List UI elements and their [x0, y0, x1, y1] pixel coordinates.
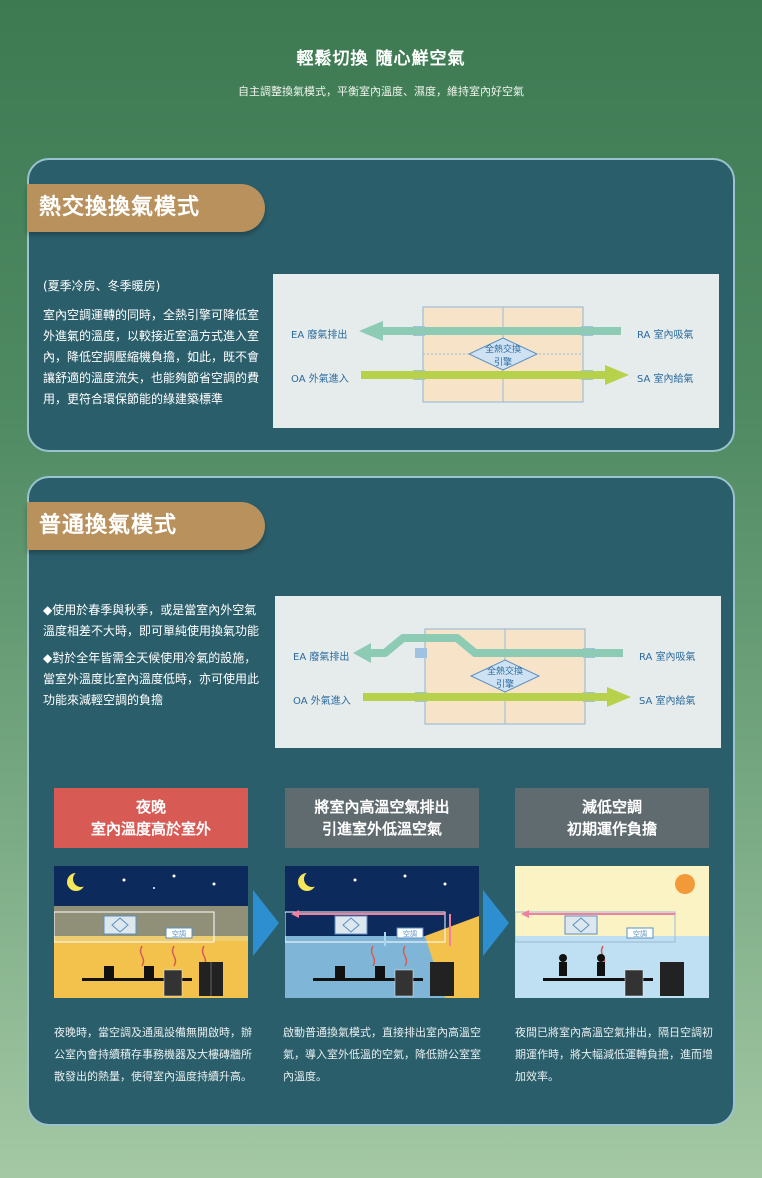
- page-title: 輕鬆切換 隨心鮮空氣: [296, 49, 466, 69]
- ra-label: RA 室內吸氣: [639, 652, 696, 663]
- day-office-scene: 空調: [515, 866, 709, 998]
- aircon-label: 空調: [403, 929, 417, 938]
- season-note: (夏季冷房、冬季暖房): [43, 279, 161, 293]
- bullet-1: ◆使用於春季與秋季，或是當室內外空氣溫度相差不大時，即可單純使用換氣功能: [43, 603, 260, 638]
- heat-exchange-mode-title: 熱交換換氣模式: [27, 184, 265, 232]
- step-3-text: 夜間已將室內高溫空氣排出，隔日空調初期運作時，將大幅減低運轉負擔，進而增加效率。: [515, 1026, 713, 1083]
- step-3-header: 減低空調 初期運作負擔: [515, 788, 709, 848]
- exchange-unit-icon: [111, 917, 129, 933]
- exchange-core: [469, 659, 541, 693]
- bullet-2: ◆對於全年皆需全天候使用冷氣的設施，當室外溫度比室內溫度低時，亦可使用此功能來減…: [43, 651, 260, 707]
- aircon-label: 空調: [172, 929, 186, 938]
- page-header: 輕鬆切換 隨心鮮空氣 自主調整換氣模式，平衡室內溫度、濕度，維持室內好空氣: [0, 44, 762, 99]
- desk-icon: [82, 978, 192, 981]
- normal-ventilation-mode-card: 普通換氣模式 ◆使用於春季與秋季，或是當室內外空氣溫度相差不大時，即可單純使用換…: [27, 476, 735, 1126]
- page-subtitle: 自主調整換氣模式，平衡室內溫度、濕度，維持室內好空氣: [238, 85, 524, 98]
- chevron-right-icon: [253, 890, 279, 956]
- step-1-header: 夜晚 室內溫度高於室外: [54, 788, 248, 848]
- exhaust-arrow: [359, 321, 621, 341]
- chevron-right-icon: [483, 890, 509, 956]
- intake-arrow: [361, 365, 629, 385]
- ea-label: EA 廢氣排出: [293, 652, 350, 663]
- exchange-core: [467, 337, 539, 371]
- normal-ventilation-mode-title: 普通換氣模式: [27, 502, 265, 550]
- normal-ventilation-description: ◆使用於春季與秋季，或是當室內外空氣溫度相差不大時，即可單純使用換氣功能 ◆對於…: [43, 600, 263, 717]
- ea-label: EA 廢氣排出: [291, 330, 348, 341]
- core-label: 全熱交換 引擎: [484, 345, 521, 368]
- night-office-scene: 空調: [54, 866, 248, 998]
- normal-ventilation-diagram: EA 廢氣排出 OA 外氣進入 RA 室內吸氣 SA 室內給氣 全熱交換 引擎: [275, 596, 721, 748]
- heat-exchange-body: 室內空調運轉的同時，全熱引擎可降低室外進氣的溫度，以較接近室溫方式進入室內，降低…: [43, 308, 260, 406]
- sa-label: SA 室內給氣: [637, 374, 694, 385]
- sun-icon: [675, 874, 695, 894]
- oa-label: OA 外氣進入: [293, 696, 351, 707]
- ra-label: RA 室內吸氣: [637, 330, 694, 341]
- core-label: 全熱交換 引擎: [486, 667, 523, 690]
- heat-exchange-description: (夏季冷房、冬季暖房) 室內空調運轉的同時，全熱引擎可降低室外進氣的溫度，以較接…: [43, 276, 261, 410]
- heat-exchange-mode-card: 熱交換換氣模式 (夏季冷房、冬季暖房) 室內空調運轉的同時，全熱引擎可降低室外進…: [27, 158, 735, 452]
- step-2-header: 將室內高溫空氣排出 引進室外低溫空氣: [285, 788, 479, 848]
- person-icon: [559, 954, 567, 962]
- heat-exchange-diagram: EA 廢氣排出 OA 外氣進入 RA 室內吸氣 SA 室內給氣 全熱交換 引擎: [273, 274, 719, 428]
- sa-label: SA 室內給氣: [639, 696, 696, 707]
- aircon-label: 空調: [633, 929, 647, 938]
- ventilation-scene: 空調: [285, 866, 479, 998]
- bypass-exhaust-arrow: [367, 634, 623, 657]
- step-2-text: 啟動普通換氣模式，直接排出室內高溫空氣，導入室外低溫的空氣，降低辦公室室內溫度。: [283, 1026, 481, 1083]
- step-1-text: 夜晚時，當空調及通風設備無開啟時，辦公室內會持續積存事務機器及大樓磚牆所散發出的…: [54, 1026, 252, 1083]
- intake-arrow: [363, 687, 631, 707]
- oa-label: OA 外氣進入: [291, 374, 349, 385]
